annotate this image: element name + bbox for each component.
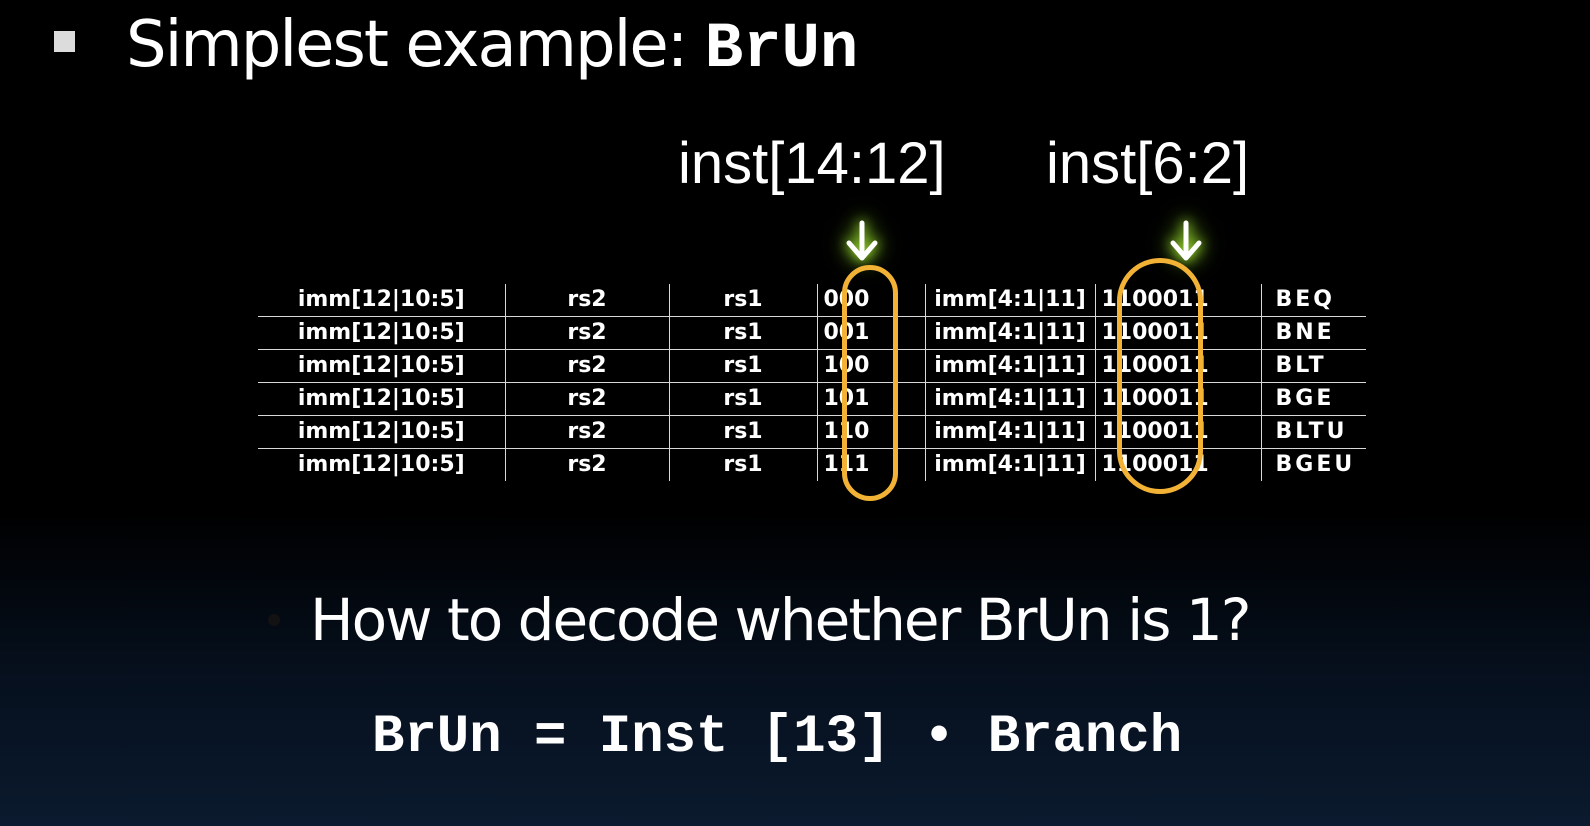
brun-formula: BrUn = Inst [13] • Branch [372, 707, 1183, 768]
question-text: How to decode whether BrUn is 1? [310, 586, 1252, 654]
slide-title: Simplest example: BrUn [126, 2, 858, 93]
instruction-name-cell: BLT [1260, 349, 1366, 383]
instruction-name-cell: BEQ [1260, 284, 1366, 317]
arrow-down-icon [846, 220, 878, 261]
imm-high-cell: imm[12|10:5] [258, 448, 505, 481]
imm-high-cell: imm[12|10:5] [258, 316, 505, 350]
rs2-cell: rs2 [504, 349, 669, 383]
rs2-cell: rs2 [504, 316, 669, 350]
funct3-highlight-oval [842, 265, 898, 501]
rs1-cell: rs1 [668, 382, 817, 416]
rs2-cell: rs2 [504, 415, 669, 449]
opcode-field-label: inst[6:2] [1046, 131, 1250, 196]
imm-low-cell: imm[4:1|11] [924, 382, 1095, 416]
imm-high-cell: imm[12|10:5] [297, 287, 465, 312]
opcode-highlight-oval [1117, 258, 1203, 494]
rs1-cell: rs1 [668, 284, 817, 317]
rs1-cell: rs1 [668, 316, 817, 350]
imm-low-cell: imm[4:1|11] [924, 415, 1095, 449]
funct3-field-label: inst[14:12] [678, 131, 946, 196]
square-bullet-icon [54, 31, 75, 52]
imm-low-cell: imm[4:1|11] [924, 349, 1095, 383]
arrow-down-icon [1170, 220, 1202, 261]
title-prefix: Simplest example: [126, 8, 705, 82]
bullet-dot-icon [268, 614, 280, 626]
imm-low-cell: imm[4:1|11] [924, 316, 1095, 350]
rs2-cell: rs2 [504, 284, 669, 317]
rs2-cell: rs2 [504, 382, 669, 416]
rs1-cell: rs1 [668, 415, 817, 449]
instruction-name-cell: BGE [1260, 382, 1366, 416]
rs1-cell: rs1 [668, 448, 817, 481]
rs1-cell: rs1 [668, 349, 817, 383]
imm-high-cell: imm[12|10:5] [258, 415, 505, 449]
instruction-name-cell: BGEU [1260, 448, 1366, 481]
title-code: BrUn [704, 14, 859, 86]
imm-low-cell: imm[4:1|11] [924, 284, 1095, 317]
imm-high-cell: imm[12|10:5] [258, 382, 505, 416]
opcode-cell: 1100011 [1094, 349, 1261, 383]
rs2-cell: rs2 [504, 448, 669, 481]
imm-low-cell: imm[4:1|11] [924, 448, 1095, 481]
imm-high-cell: imm[12|10:5] [258, 349, 505, 383]
instruction-name-cell: BNE [1260, 316, 1366, 350]
instruction-name-cell: BLTU [1260, 415, 1366, 449]
